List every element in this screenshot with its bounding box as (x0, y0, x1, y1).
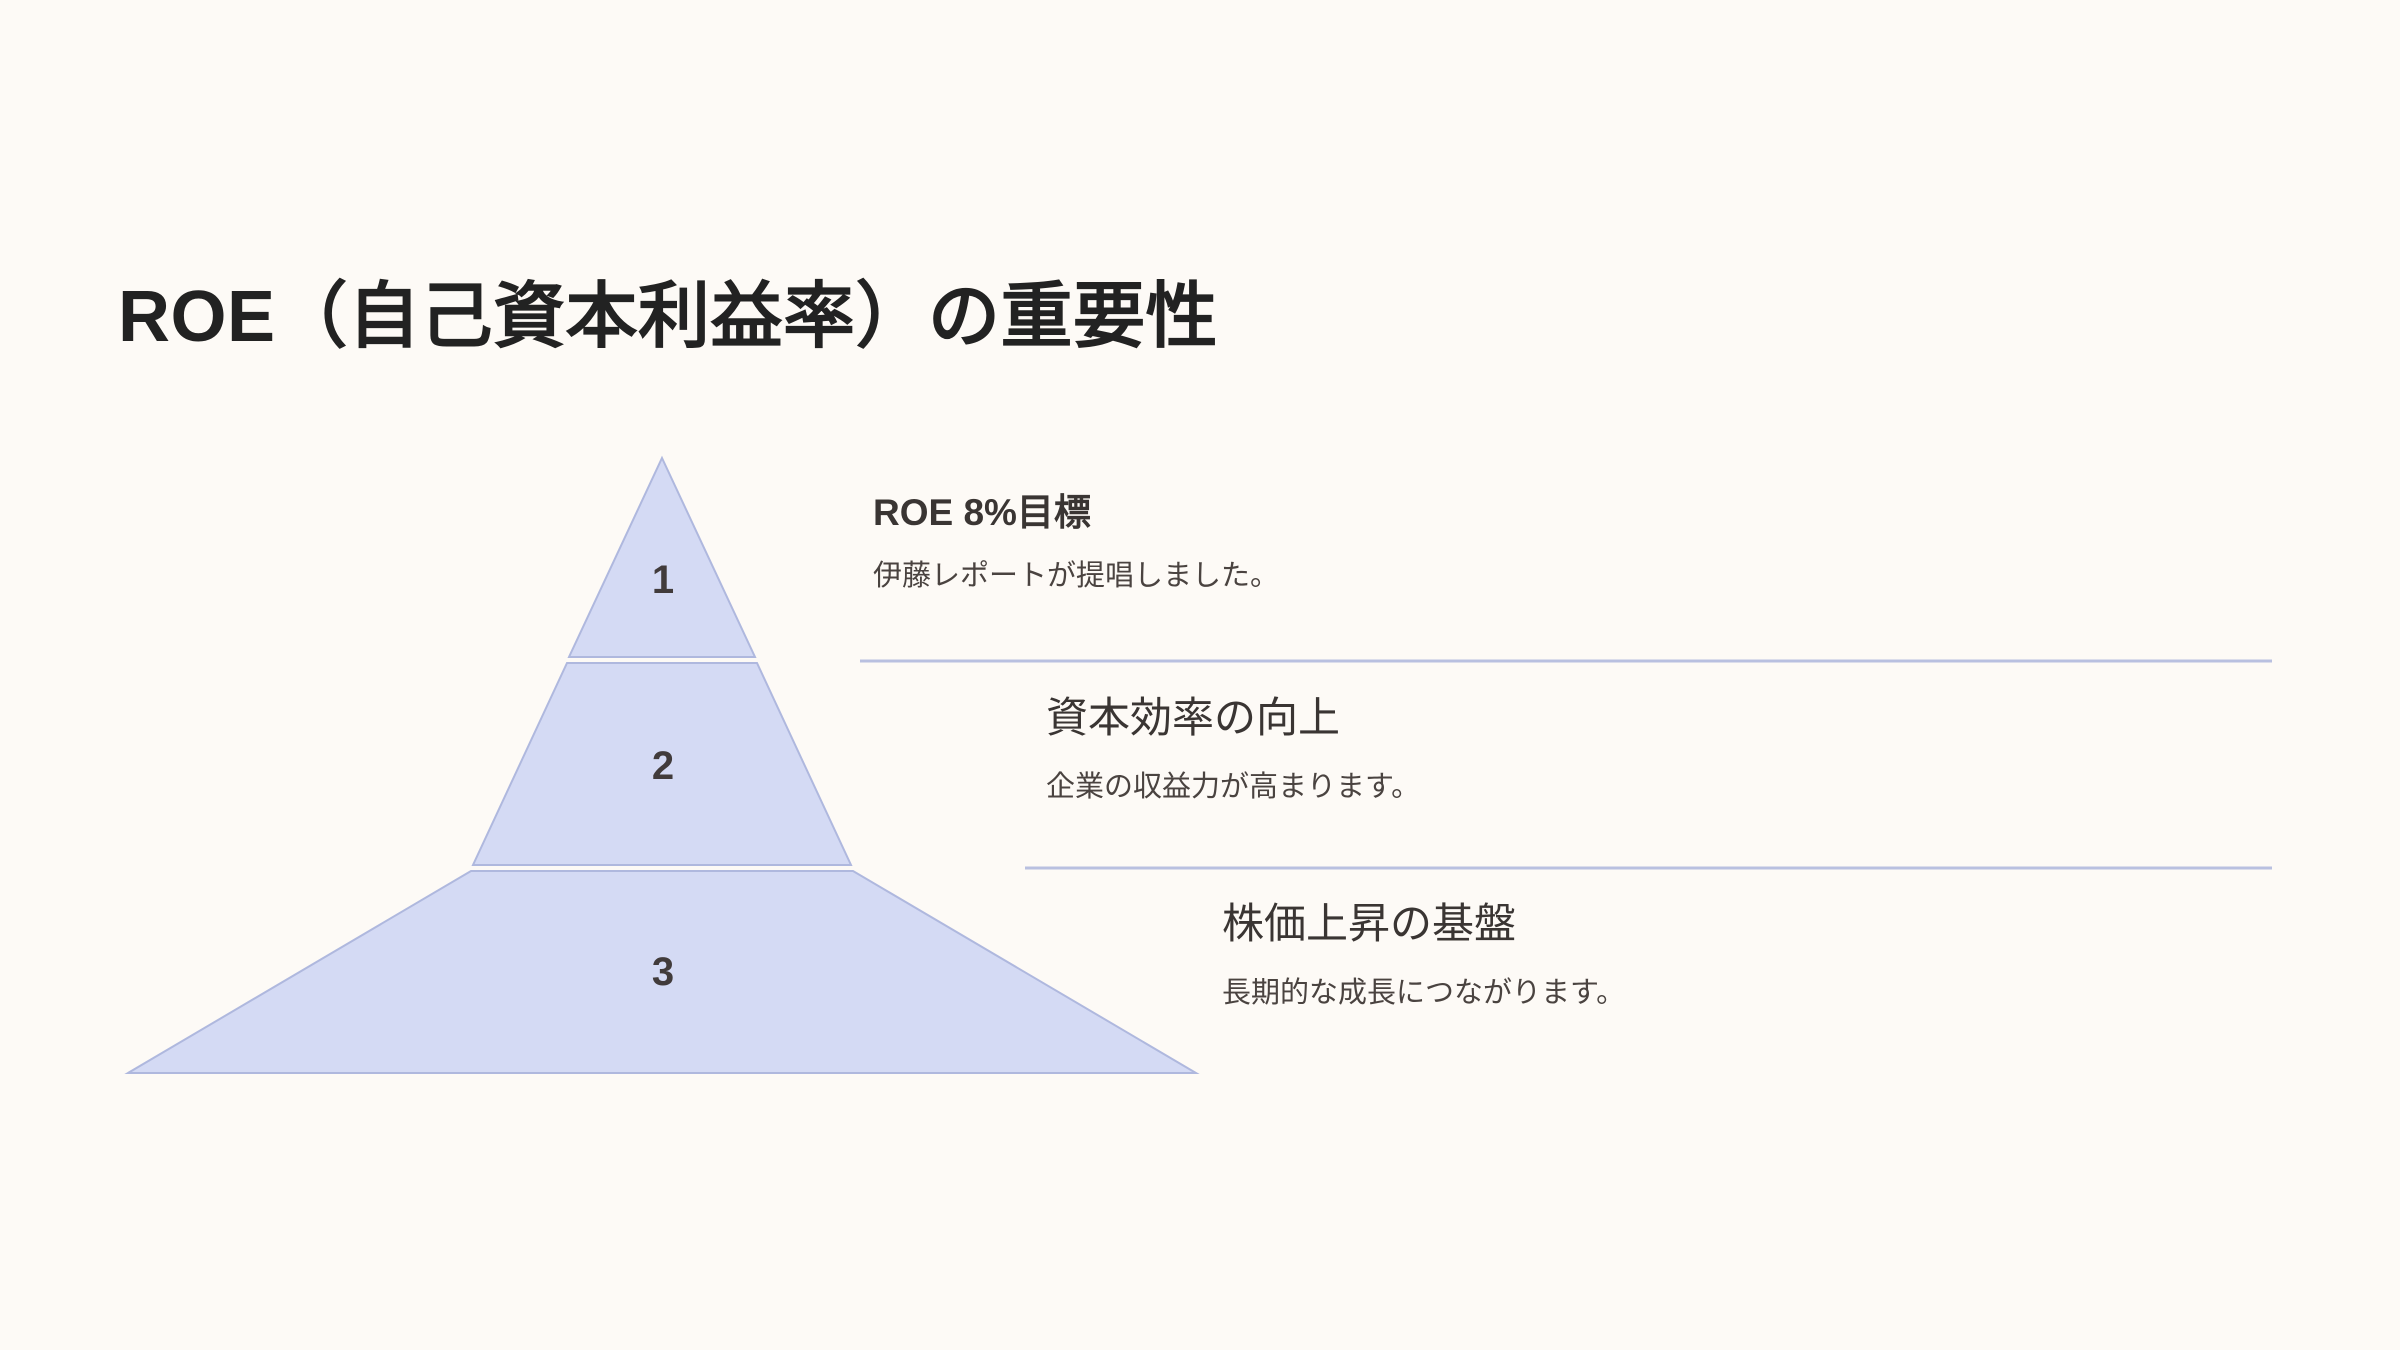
tier-description-2: 企業の収益力が高まります。 (1046, 770, 1421, 803)
tier-text-block-3: 株価上昇の基盤 長期的な成長につながります。 (1222, 898, 1625, 1013)
tier-heading-2: 資本効率の向上 (1046, 694, 1341, 741)
pyramid-band-3[interactable] (124, 870, 1200, 1074)
tier-text-block-1: ROE 8%目標 伊藤レポートが提唱しました。 (873, 490, 1279, 597)
tier-description-1: 伊藤レポートが提唱しました。 (873, 560, 1280, 593)
pyramid-band-2[interactable] (471, 662, 853, 866)
pyramid-band-number-1: 1 (651, 558, 675, 602)
pyramid-band-number-2: 2 (651, 744, 675, 788)
tier-heading-1: ROE 8%目標 (873, 492, 1091, 533)
pyramid-band-number-3: 3 (651, 950, 675, 994)
page-title: ROE（自己資本利益率）の重要性 (118, 277, 1219, 357)
tier-description-3: 長期的な成長につながります。 (1222, 976, 1626, 1009)
tier-text-block-2: 資本効率の向上 企業の収益力が高まります。 (1046, 692, 1420, 807)
pyramid-band-1[interactable] (567, 455, 757, 658)
tier-heading-3: 株価上昇の基盤 (1222, 900, 1517, 947)
